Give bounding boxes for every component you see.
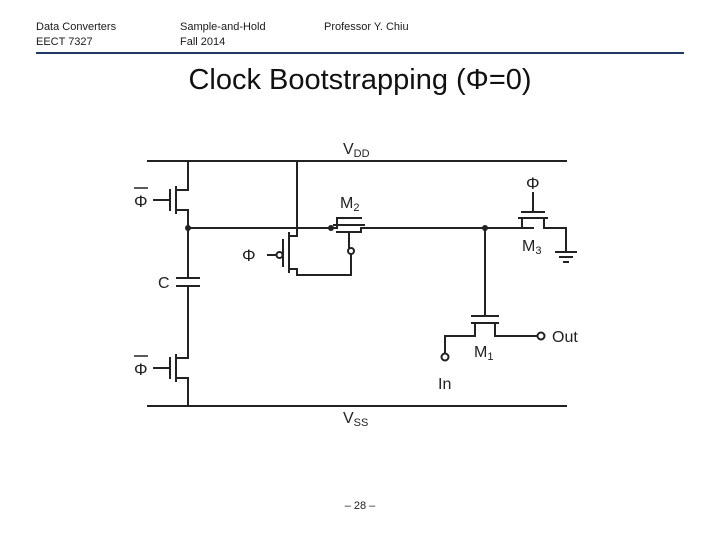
node-dot-m2: [328, 225, 334, 231]
capacitor-label: C: [158, 275, 170, 292]
m1-label: M1: [474, 344, 493, 363]
m3-transistor: [518, 192, 567, 253]
ground-symbol: [555, 251, 577, 263]
phi-switch-transistor: [267, 232, 352, 276]
m3-label: M3: [522, 238, 541, 257]
phi-label-m3: Φ: [526, 174, 540, 193]
vdd-label: VDD: [343, 141, 370, 160]
vss-label: VSS: [343, 410, 368, 429]
header-topic: Sample-and-Hold Fall 2014: [180, 20, 266, 50]
slide-title: Clock Bootstrapping (Φ=0): [188, 64, 532, 96]
term: Fall 2014: [180, 36, 226, 48]
node-dot-left: [185, 225, 191, 231]
m2-label: M2: [340, 195, 359, 214]
topic-name: Sample-and-Hold: [180, 21, 266, 33]
header-course: Data Converters EECT 7327: [36, 20, 116, 50]
phi-label-switch: Φ: [242, 246, 256, 265]
capacitor-c: [176, 227, 200, 351]
top-left-switch-transistor: [153, 160, 189, 229]
out-label: Out: [552, 329, 578, 346]
course-name: Data Converters: [36, 21, 117, 33]
out-terminal: [536, 331, 546, 341]
node-dot-right: [482, 225, 488, 231]
in-label: In: [438, 376, 451, 393]
m2-transistor: [333, 217, 365, 276]
instructor-name: Professor Y. Chiu: [324, 21, 409, 33]
phi-bar-label-top: Φ: [134, 192, 148, 211]
in-terminal: [440, 352, 450, 362]
header-instructor: Professor Y. Chiu: [324, 20, 409, 35]
page-number: – 28 –: [344, 500, 376, 512]
m1-transistor: [444, 315, 538, 354]
phi-bar-label-bottom: Φ: [134, 360, 148, 379]
course-code: EECT 7327: [36, 36, 93, 48]
header-divider: [36, 52, 684, 54]
bottom-left-switch-transistor: [153, 349, 189, 407]
phi-gate-bubble: [275, 251, 284, 259]
m2-gate-bubble: [347, 247, 355, 255]
